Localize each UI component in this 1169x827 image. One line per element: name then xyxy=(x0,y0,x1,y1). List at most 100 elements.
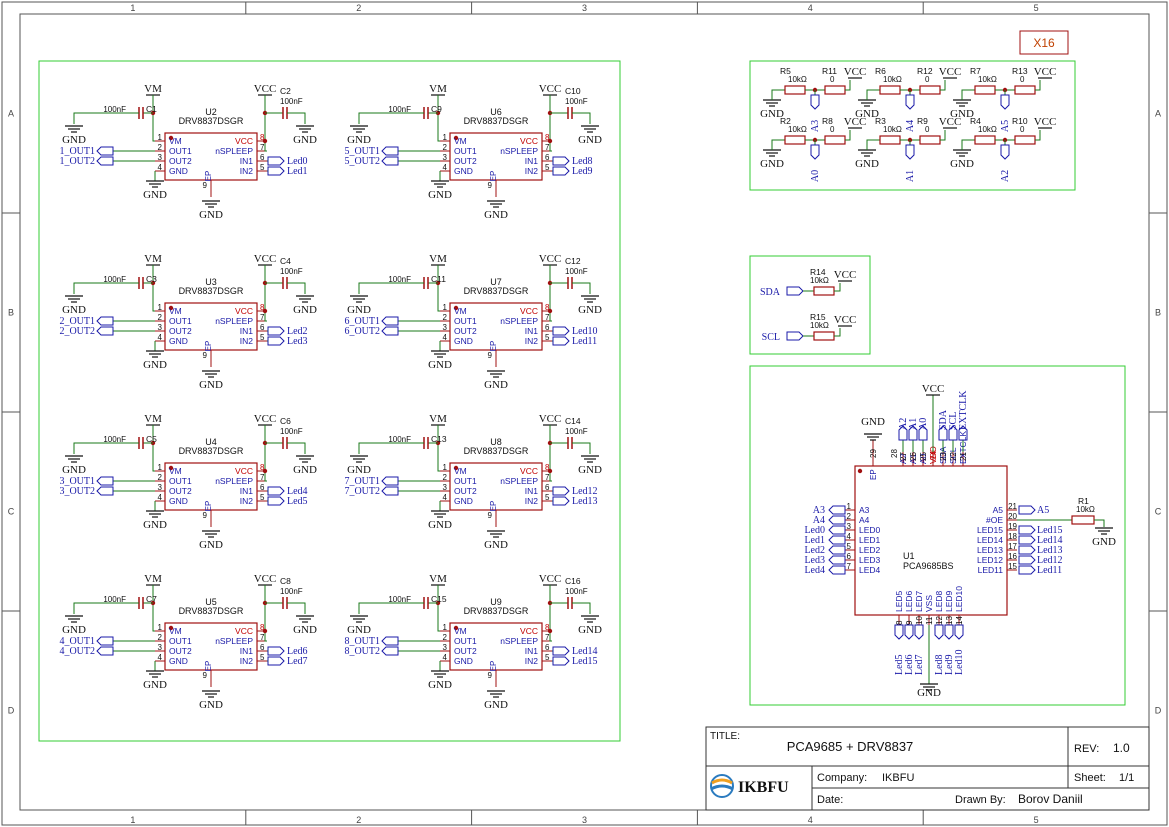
pin-number: 3 xyxy=(443,483,448,492)
pin-name: LED14 xyxy=(977,535,1003,545)
addr-wire xyxy=(866,139,880,150)
pin-number: 5 xyxy=(545,333,550,342)
res-value: 10kΩ xyxy=(978,125,997,134)
power-symbol: VCC xyxy=(254,253,276,266)
company-label: Company: xyxy=(817,772,867,784)
pin-name: LED8 xyxy=(934,590,944,612)
ground-label: GND xyxy=(1092,536,1116,548)
resistor-body xyxy=(974,85,996,95)
cap-ref: C1 xyxy=(146,104,157,114)
res-value: 10kΩ xyxy=(810,276,829,285)
drawn-by-label: Drawn By: xyxy=(955,794,1006,806)
ground-symbol: GND xyxy=(484,370,508,391)
pin-name: nSPLEEP xyxy=(500,636,538,646)
res-ref: R3 xyxy=(875,116,886,126)
pin-name: #OE xyxy=(986,515,1003,525)
pin-name: EP xyxy=(489,501,498,512)
power-symbol: VCC xyxy=(844,66,866,79)
net-flag xyxy=(96,486,114,496)
cap-ref: C13 xyxy=(431,434,447,444)
ground-label: GND xyxy=(199,699,223,711)
cap-value: 100nF xyxy=(280,267,303,276)
company-logo: IKBFU xyxy=(710,774,789,798)
addr-wire xyxy=(771,139,785,150)
net-flag xyxy=(96,636,114,646)
pin-name: LED4 xyxy=(859,565,881,575)
res-ref: R15 xyxy=(810,312,826,322)
pin-name: EP xyxy=(204,171,213,182)
cap-ref: C14 xyxy=(565,416,581,426)
ground-symbol: GND xyxy=(143,180,167,201)
pin-name: VM xyxy=(169,626,182,636)
cap-ref: C12 xyxy=(565,256,581,266)
net-label: 4_OUT2 xyxy=(59,646,95,657)
chip-ref: U7 xyxy=(490,277,502,287)
pin-number: 4 xyxy=(443,653,448,662)
pin-number: 8 xyxy=(260,133,265,142)
net-flag xyxy=(1018,555,1036,565)
power-symbol: VCC xyxy=(254,413,276,426)
pin-number: 5 xyxy=(260,493,265,502)
pin-name: IN1 xyxy=(240,486,254,496)
junction-dot xyxy=(547,600,553,606)
net-label: A1 xyxy=(905,170,916,182)
vm-wire xyxy=(152,265,155,312)
pin-number: 7 xyxy=(545,313,550,322)
net-label: Led1 xyxy=(287,166,308,177)
cap-wire xyxy=(358,602,424,614)
pin-name: LED6 xyxy=(904,590,914,612)
pin-number: 2 xyxy=(847,512,852,521)
cap-value: 100nF xyxy=(388,595,411,604)
pin-number: 5 xyxy=(847,542,852,551)
net-label: A3 xyxy=(810,120,821,132)
res-ref: R9 xyxy=(917,116,928,126)
pin-name: VCC xyxy=(235,306,253,316)
net-label: 6_OUT2 xyxy=(344,326,380,337)
res-value: 10kΩ xyxy=(788,125,807,134)
ground-symbol: GND xyxy=(293,455,317,476)
ground-symbol: GND xyxy=(293,295,317,316)
pin-number: 4 xyxy=(847,532,852,541)
pin-name: LED11 xyxy=(978,565,1004,575)
sheet-tag-text: X16 xyxy=(1033,36,1055,50)
net-label: SCL xyxy=(762,332,780,343)
ground-label: GND xyxy=(855,108,879,120)
cap-wire xyxy=(358,112,424,124)
res-value: 10kΩ xyxy=(883,125,902,134)
net-flag xyxy=(898,425,908,441)
pin-name: IN1 xyxy=(240,326,254,336)
vm-wire xyxy=(152,585,155,632)
pin-number: 4 xyxy=(443,163,448,172)
res-ref: R14 xyxy=(810,267,826,277)
pin-number: 3 xyxy=(443,153,448,162)
cap-wire xyxy=(73,442,139,454)
pin-name: VM xyxy=(169,466,182,476)
net-label: Led14 xyxy=(572,646,598,657)
pin-name: VCC xyxy=(235,466,253,476)
res-ref: R10 xyxy=(1012,116,1028,126)
pin-number: 9 xyxy=(203,671,208,680)
net-flag xyxy=(934,624,944,640)
ground-symbol: GND xyxy=(62,125,86,146)
net-label: A4 xyxy=(905,120,916,132)
pin-number: 9 xyxy=(488,181,493,190)
pin-name: VM xyxy=(454,136,467,146)
net-flag xyxy=(954,624,964,640)
power-symbol: VCC xyxy=(834,269,856,282)
pin-name: A5 xyxy=(993,505,1004,515)
pin-number: 9 xyxy=(488,511,493,520)
res-ref: R7 xyxy=(970,66,981,76)
net-label: Led7 xyxy=(914,654,925,675)
pin-number: 11 xyxy=(925,616,934,625)
net-flag xyxy=(96,646,114,656)
resistor-body xyxy=(813,286,835,296)
pin-number: 4 xyxy=(158,653,163,662)
net-label: 7_OUT1 xyxy=(344,476,380,487)
net-flag xyxy=(1018,505,1036,515)
pin-number: 6 xyxy=(260,153,265,162)
logo-text: IKBFU xyxy=(738,779,789,796)
address-resistors: GNDR510kΩR110VCCA3GNDR610kΩR120VCCA4GNDR… xyxy=(760,66,1056,182)
